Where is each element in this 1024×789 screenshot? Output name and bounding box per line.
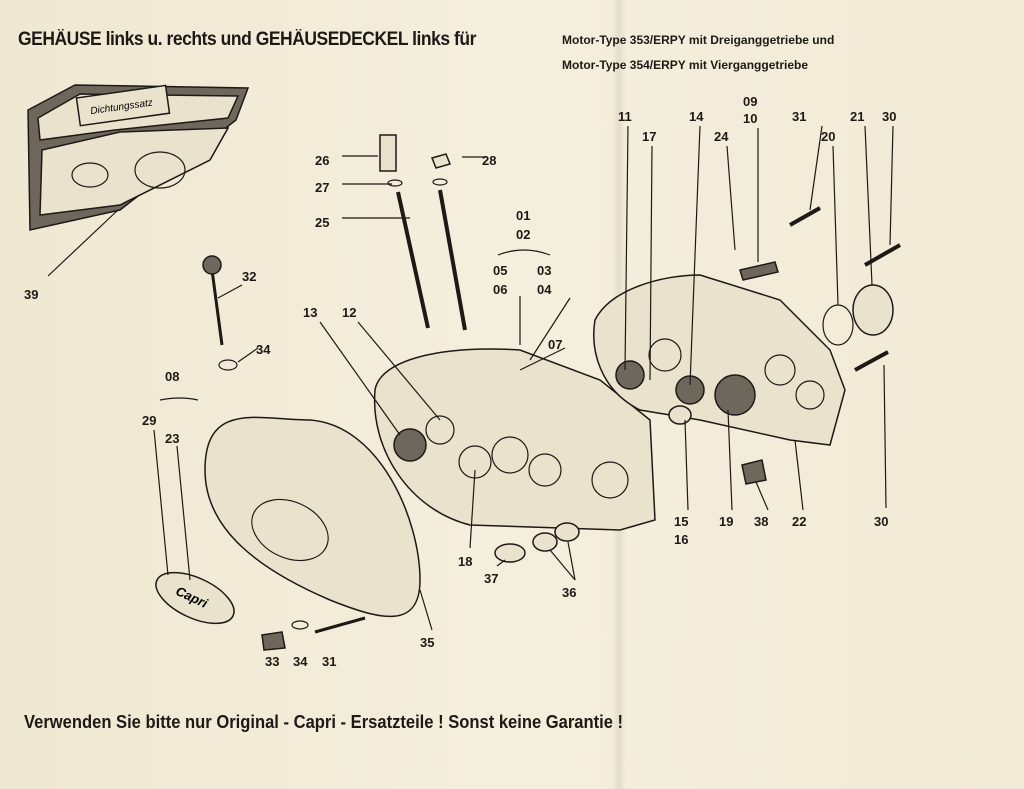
callout: 03 bbox=[537, 263, 551, 278]
callout: 34 bbox=[293, 654, 308, 669]
callout: 26 bbox=[315, 153, 329, 168]
callout: 20 bbox=[821, 129, 835, 144]
page-title: GEHÄUSE links u. rechts und GEHÄUSEDECKE… bbox=[18, 29, 476, 50]
callout: 18 bbox=[458, 554, 472, 569]
callout: 15 bbox=[674, 514, 688, 529]
callout: 37 bbox=[484, 571, 498, 586]
callout: 06 bbox=[493, 282, 507, 297]
callout: 32 bbox=[242, 269, 256, 284]
callout: 27 bbox=[315, 180, 329, 195]
callout: 28 bbox=[482, 153, 496, 168]
capri-badge: Capri bbox=[155, 571, 235, 625]
callout: 08 bbox=[165, 369, 179, 384]
callout: 25 bbox=[315, 215, 329, 230]
callout: 11 bbox=[618, 109, 632, 124]
callout: 31 bbox=[792, 109, 806, 124]
callout: 34 bbox=[256, 342, 271, 357]
callout: 13 bbox=[303, 305, 317, 320]
callout: 24 bbox=[714, 129, 729, 144]
callout: 36 bbox=[562, 585, 576, 600]
callout: 02 bbox=[516, 227, 530, 242]
callout: 01 bbox=[516, 208, 530, 223]
callout: 07 bbox=[548, 337, 562, 352]
callout: 23 bbox=[165, 431, 179, 446]
callout: 05 bbox=[493, 263, 507, 278]
gasket-set-box: Dichtungssatz bbox=[27, 84, 250, 231]
callout: 09 bbox=[743, 94, 757, 109]
callout: 12 bbox=[342, 305, 356, 320]
callout: 21 bbox=[850, 109, 864, 124]
callout: 19 bbox=[719, 514, 733, 529]
callout: 29 bbox=[142, 413, 156, 428]
callout: 16 bbox=[674, 532, 688, 547]
callout: 35 bbox=[420, 635, 434, 650]
callout: 10 bbox=[743, 111, 757, 126]
callout-numbers: 11 17 14 09 10 24 31 20 21 30 26 28 27 2… bbox=[24, 94, 896, 669]
motor-type-354: Motor-Type 354/ERPY mit Vierganggetriebe bbox=[562, 58, 809, 72]
footer-notice: Verwenden Sie bitte nur Original - Capri… bbox=[24, 712, 624, 732]
callout: 33 bbox=[265, 654, 279, 669]
callout: 17 bbox=[642, 129, 656, 144]
left-housing bbox=[373, 348, 656, 531]
callout: 30 bbox=[882, 109, 896, 124]
housing-cover bbox=[204, 416, 421, 618]
callout: 31 bbox=[322, 654, 336, 669]
callout: 38 bbox=[754, 514, 768, 529]
callout: 22 bbox=[792, 514, 806, 529]
callout: 30 bbox=[874, 514, 888, 529]
callout: 04 bbox=[537, 282, 552, 297]
callout: 39 bbox=[24, 287, 38, 302]
callout: 14 bbox=[689, 109, 704, 124]
small-parts bbox=[159, 134, 901, 651]
motor-type-353: Motor-Type 353/ERPY mit Dreiganggetriebe… bbox=[562, 33, 835, 47]
right-housing bbox=[593, 274, 846, 446]
leader-lines bbox=[47, 125, 894, 631]
